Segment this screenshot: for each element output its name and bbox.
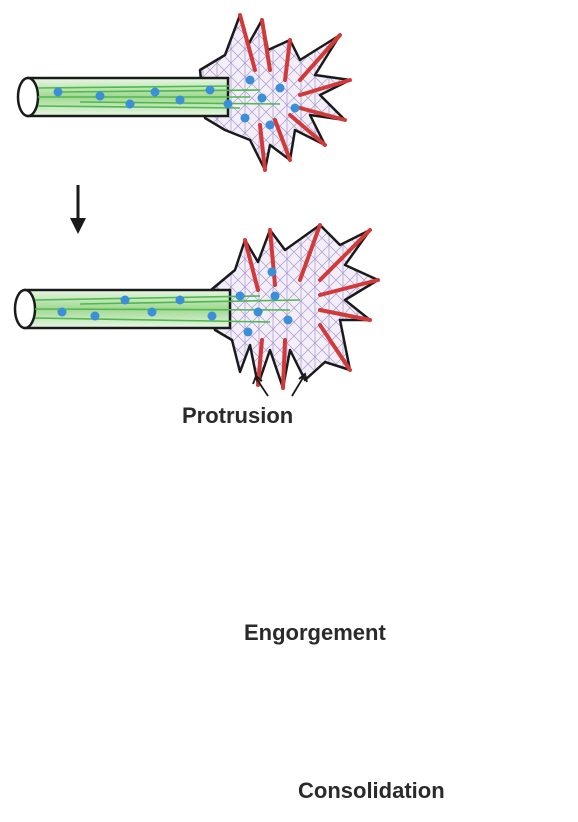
arrow-down-1 [70, 185, 86, 234]
stage-1 [18, 15, 350, 170]
stage-2 [15, 225, 378, 396]
label-engorgement: Engorgement [244, 620, 386, 646]
label-protrusion: Protrusion [182, 403, 293, 429]
label-consolidation: Consolidation [298, 778, 445, 804]
